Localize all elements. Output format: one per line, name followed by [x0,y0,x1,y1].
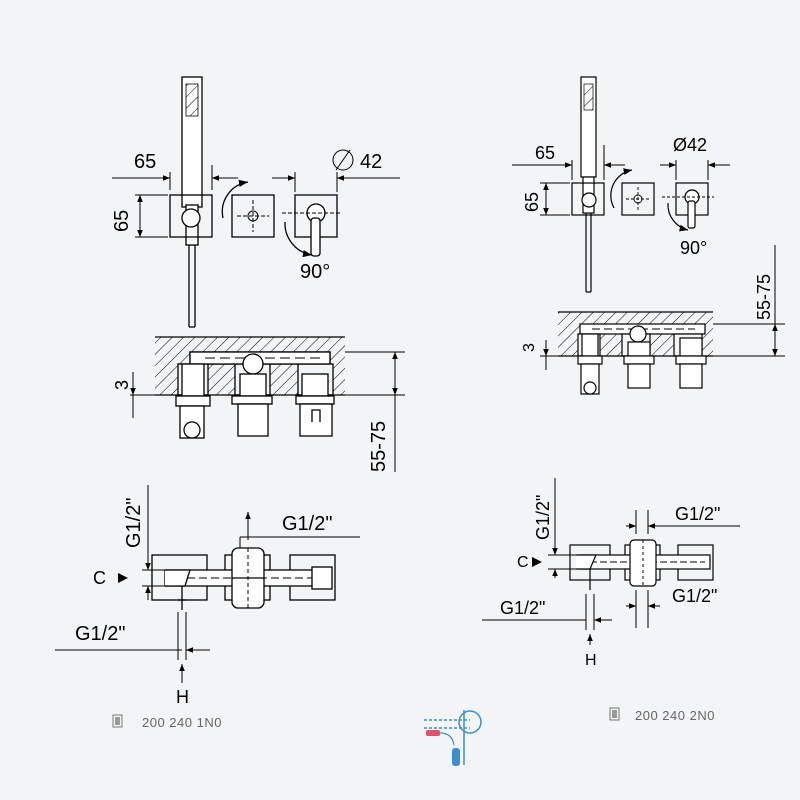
right-lever [662,189,714,229]
left-height-65: 65 [111,210,133,232]
left-rotation-arc-2 [284,221,313,258]
right-g-bottom-right: G1/2" [672,586,717,606]
left-plate-2 [231,194,275,238]
right-drawing [482,76,785,645]
installation-icon [424,710,482,766]
right-product-code: 200 240 2N0 [635,708,715,723]
left-section-view [130,336,345,439]
left-plate-2-crosshair [237,200,269,232]
product-code-icon [112,714,123,728]
right-plate-2 [621,182,655,216]
right-angle-90: 90° [680,238,707,258]
right-plate-1 [571,182,605,216]
right-g-bottom-left: G1/2" [500,598,545,618]
left-product-code: 200 240 1N0 [142,715,222,730]
right-width-65: 65 [535,143,555,163]
left-top-view [151,547,336,610]
right-depth-3: 3 [521,343,538,352]
right-hand-shower [580,76,597,293]
left-width-65: 65 [134,151,156,173]
right-c-arrow-icon [532,557,542,567]
left-c-label: C [93,568,106,588]
left-hand-shower [181,76,203,328]
right-section-view [540,311,713,395]
right-h-label: H [585,652,597,669]
left-g-vertical: G1/2" [123,498,145,548]
left-plate-1 [169,194,213,238]
left-g-bottom: G1/2" [75,623,125,645]
left-diameter-icon [332,149,354,171]
right-height-65: 65 [522,192,542,212]
left-g-top: G1/2" [282,513,332,535]
product-code-icon [609,707,620,721]
left-diameter-42: 42 [360,151,382,173]
right-g-vertical: G1/2" [533,495,553,540]
right-range-55-75: 55-75 [754,274,774,320]
right-diameter-42: Ø42 [673,135,707,155]
left-h-label: H [176,687,189,707]
left-drawing [55,76,405,683]
left-c-arrow-icon [118,573,128,583]
right-c-label: C [517,554,529,571]
left-lever [282,203,340,257]
left-depth-3: 3 [112,380,132,390]
right-g-top: G1/2" [675,504,720,524]
left-range-55-75: 55-75 [368,421,390,472]
left-rotation-arc-1 [221,179,249,219]
right-top-view [569,539,714,590]
left-angle-90: 90° [300,261,330,283]
